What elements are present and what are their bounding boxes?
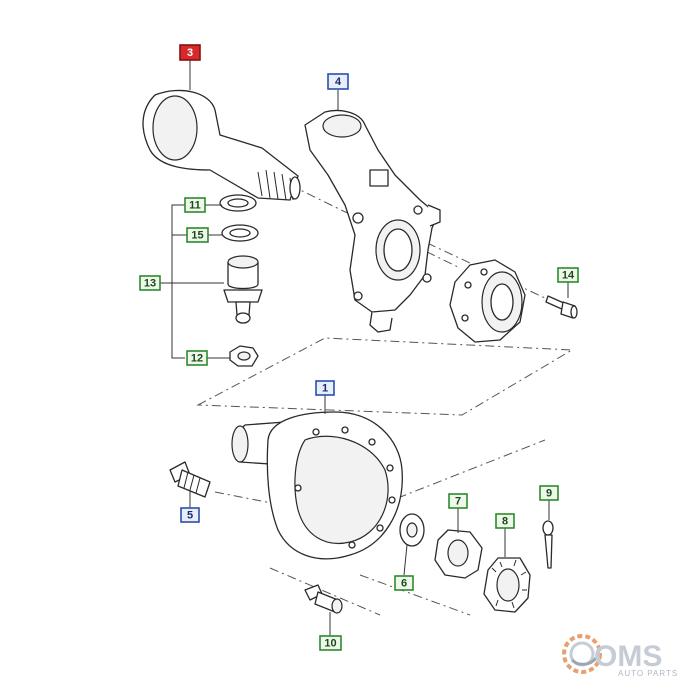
callout-label-3: 3 (179, 44, 201, 61)
callout-label-8: 8 (495, 513, 515, 529)
washer-6-part (399, 513, 425, 547)
svg-text:13: 13 (144, 278, 156, 290)
svg-text:12: 12 (191, 353, 203, 365)
svg-text:9: 9 (546, 488, 552, 500)
flange-bolt-10-part (304, 584, 343, 614)
steering-knuckle-part (304, 109, 441, 333)
split-pin-9-part (542, 520, 554, 569)
bolt-14-part (545, 295, 578, 319)
castle-cap-8-part (483, 557, 531, 613)
svg-text:15: 15 (191, 230, 203, 242)
wheel-stud-part (169, 461, 211, 498)
callout-label-12: 12 (186, 350, 208, 366)
callout-label-15: 15 (186, 227, 209, 243)
logo-text: OMS (594, 640, 662, 673)
callout-label-9: 9 (539, 485, 559, 501)
callout-label-11: 11 (184, 197, 206, 213)
gear-icon (562, 634, 602, 674)
svg-text:1: 1 (322, 383, 328, 395)
hex-nut-7-part (434, 529, 483, 579)
callout-label-10: 10 (319, 635, 342, 651)
callout-label-7: 7 (448, 493, 468, 509)
callout-label-4: 4 (327, 73, 349, 90)
svg-text:11: 11 (189, 200, 201, 212)
drive-shaft-part (142, 89, 301, 201)
leader-lines (160, 60, 569, 636)
svg-text:8: 8 (502, 516, 508, 528)
callout-label-1: 1 (315, 380, 335, 396)
svg-text:5: 5 (187, 510, 193, 522)
svg-text:10: 10 (324, 638, 336, 650)
svg-text:7: 7 (455, 496, 461, 508)
callout-label-6: 6 (394, 575, 414, 591)
ball-joint-part (223, 255, 263, 324)
svg-text:14: 14 (562, 270, 575, 282)
svg-text:4: 4 (335, 76, 342, 88)
wheel-bearing-part (449, 259, 526, 343)
callout-label-13: 13 (139, 275, 161, 291)
svg-text:3: 3 (187, 47, 193, 59)
nut-12-part (229, 345, 259, 367)
oms-logo: OMS AUTO PARTS (562, 634, 678, 678)
ring-11-part (219, 194, 257, 212)
callout-label-5: 5 (180, 507, 200, 523)
ring-15-part (221, 224, 259, 242)
logo-subtext: AUTO PARTS (618, 669, 678, 678)
svg-text:6: 6 (401, 578, 407, 590)
callout-label-14: 14 (557, 267, 579, 283)
wheel-hub-part (231, 411, 403, 560)
